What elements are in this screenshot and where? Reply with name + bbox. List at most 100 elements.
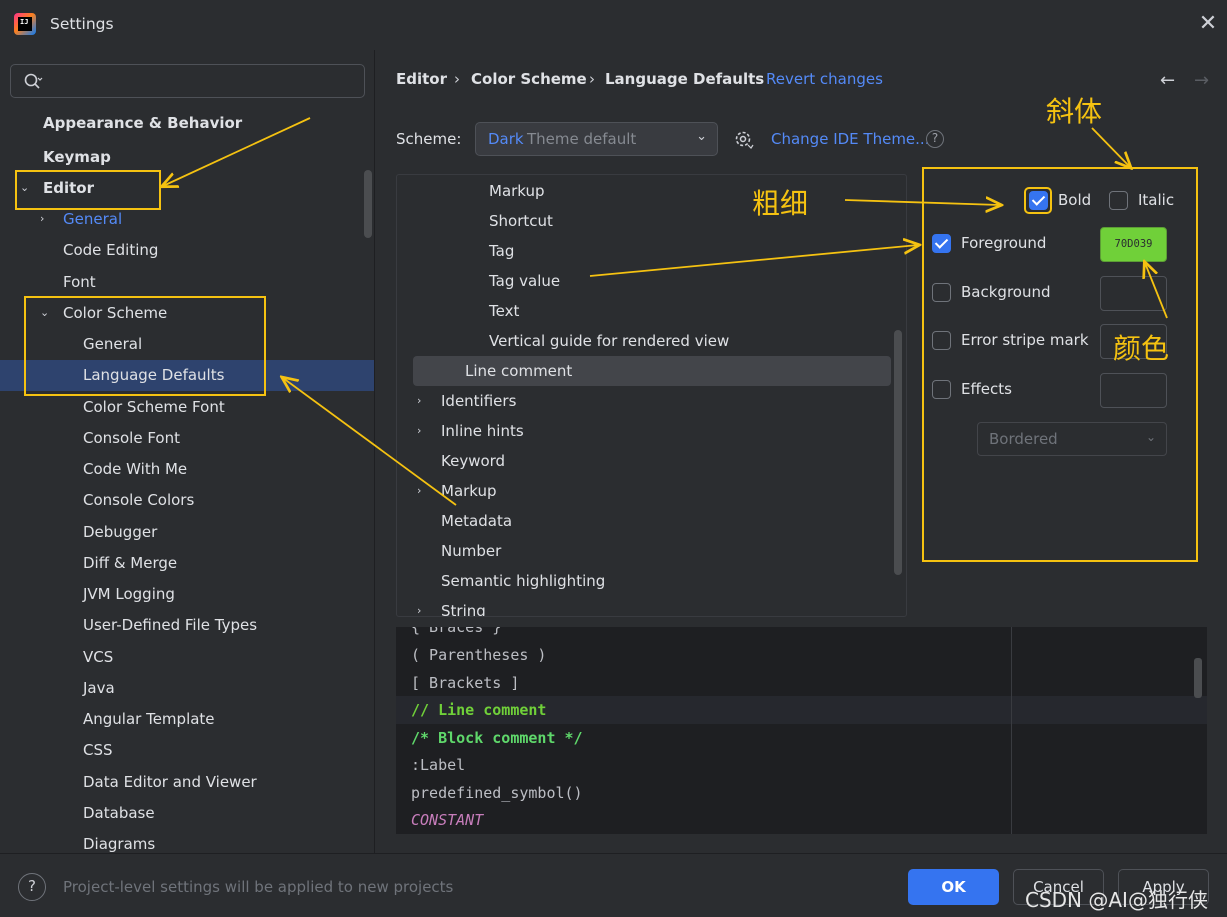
close-icon[interactable]: ✕ xyxy=(1198,11,1218,36)
sidebar-item-color-scheme[interactable]: Color Scheme xyxy=(63,304,168,322)
chevron-right-icon[interactable]: › xyxy=(40,212,45,225)
window-title: Settings xyxy=(50,15,114,33)
attr-item-metadata[interactable]: Metadata xyxy=(441,512,513,530)
breadcrumb-language-defaults: Language Defaults xyxy=(605,70,765,88)
annotation-box-editor xyxy=(15,170,161,210)
title-bar: IJ Settings ✕ xyxy=(0,0,1227,50)
attr-item-number[interactable]: Number xyxy=(441,542,502,560)
attr-item-markup-group[interactable]: Markup xyxy=(441,482,497,500)
sidebar-item-debugger[interactable]: Debugger xyxy=(83,523,158,541)
preview-line-predefined-symbol: predefined_symbol() xyxy=(411,784,583,802)
attr-item-tag[interactable]: Tag xyxy=(489,242,515,260)
footer-note: Project-level settings will be applied t… xyxy=(63,878,454,896)
chevron-right-icon[interactable]: › xyxy=(417,604,422,617)
search-input[interactable] xyxy=(10,64,365,98)
ok-button[interactable]: OK xyxy=(908,869,999,905)
sidebar-item-keymap[interactable]: Keymap xyxy=(43,148,111,166)
sidebar-item-color-scheme-font[interactable]: Color Scheme Font xyxy=(83,398,225,416)
attr-item-vertical-guide[interactable]: Vertical guide for rendered view xyxy=(489,332,730,350)
preview-current-line xyxy=(396,696,1207,724)
selected-attribute-highlight xyxy=(413,356,891,386)
sidebar-item-data-editor[interactable]: Data Editor and Viewer xyxy=(83,773,257,791)
sidebar-item-diagrams[interactable]: Diagrams xyxy=(83,835,156,853)
revert-changes-link[interactable]: Revert changes xyxy=(766,70,883,88)
sidebar-item-general[interactable]: General xyxy=(63,210,123,228)
sidebar-item-code-editing[interactable]: Code Editing xyxy=(63,241,159,259)
attr-item-text[interactable]: Text xyxy=(489,302,520,320)
preview-line-line-comment: // Line comment xyxy=(411,701,547,719)
annotation-label-italic: 斜体 xyxy=(1046,95,1103,128)
chevron-right-icon[interactable]: › xyxy=(417,394,422,407)
background-checkbox[interactable] xyxy=(932,283,951,302)
foreground-color-swatch[interactable]: 70D039 xyxy=(1100,227,1167,262)
help-button[interactable]: ? xyxy=(18,873,46,901)
sidebar-item-appearance[interactable]: Appearance & Behavior xyxy=(43,114,243,132)
effects-checkbox[interactable] xyxy=(932,380,951,399)
annotation-label-color: 颜色 xyxy=(1113,332,1170,365)
effects-type-dropdown[interactable]: Bordered ⌄ xyxy=(977,422,1167,456)
attr-item-tag-value[interactable]: Tag value xyxy=(489,272,561,290)
chevron-right-icon[interactable]: › xyxy=(417,484,422,497)
sidebar-item-angular-template[interactable]: Angular Template xyxy=(83,710,215,728)
sidebar-item-user-file-types[interactable]: User-Defined File Types xyxy=(83,616,258,634)
attr-item-shortcut[interactable]: Shortcut xyxy=(489,212,553,230)
sidebar-item-cs-general[interactable]: General xyxy=(83,335,143,353)
search-icon xyxy=(24,73,43,89)
chevron-down-icon[interactable]: ⌄ xyxy=(40,306,50,319)
effects-color-swatch[interactable] xyxy=(1100,373,1167,408)
italic-label: Italic xyxy=(1138,191,1175,209)
sidebar-item-font[interactable]: Font xyxy=(63,273,96,291)
attr-item-keyword[interactable]: Keyword xyxy=(441,452,506,470)
gear-icon[interactable] xyxy=(732,128,754,150)
scheme-value-name: Dark xyxy=(488,130,524,148)
forward-arrow-icon[interactable]: → xyxy=(1194,70,1210,91)
dialog-footer: ? Project-level settings will be applied… xyxy=(0,853,1227,917)
sidebar-item-vcs[interactable]: VCS xyxy=(83,648,114,666)
attr-item-string[interactable]: String xyxy=(441,602,486,617)
breadcrumb-separator: › xyxy=(589,70,595,88)
sidebar-item-editor[interactable]: Editor xyxy=(43,179,94,197)
foreground-checkbox[interactable] xyxy=(932,234,951,253)
help-icon[interactable]: ? xyxy=(926,130,944,148)
attr-item-identifiers[interactable]: Identifiers xyxy=(441,392,517,410)
attribute-tree-scrollbar[interactable] xyxy=(894,330,902,575)
preview-scrollbar[interactable] xyxy=(1194,658,1202,698)
code-preview: { Braces } ( Parentheses ) [ Brackets ] … xyxy=(396,627,1207,834)
error-stripe-checkbox[interactable] xyxy=(932,331,951,350)
bold-checkbox[interactable] xyxy=(1029,191,1048,210)
sidebar-item-jvm-logging[interactable]: JVM Logging xyxy=(83,585,175,603)
scheme-dropdown[interactable]: Dark Theme default ⌄ xyxy=(475,122,718,156)
sidebar-item-diff-merge[interactable]: Diff & Merge xyxy=(83,554,178,572)
attr-item-line-comment[interactable]: Line comment xyxy=(465,362,573,380)
attr-item-markup[interactable]: Markup xyxy=(489,182,545,200)
back-arrow-icon[interactable]: ← xyxy=(1160,70,1176,91)
breadcrumb-editor: Editor xyxy=(396,70,447,88)
sidebar-item-css[interactable]: CSS xyxy=(83,741,113,759)
preview-line-parentheses: ( Parentheses ) xyxy=(411,646,547,664)
annotation-box-color-scheme xyxy=(24,296,266,396)
csdn-watermark: CSDN @AI@独行侠 xyxy=(1025,888,1208,912)
sidebar-scrollbar[interactable] xyxy=(364,170,372,238)
italic-checkbox[interactable] xyxy=(1109,191,1128,210)
error-stripe-color-swatch[interactable] xyxy=(1100,324,1167,359)
attr-item-inline-hints[interactable]: Inline hints xyxy=(441,422,524,440)
attr-item-semantic-highlighting[interactable]: Semantic highlighting xyxy=(441,572,606,590)
chevron-down-icon[interactable]: ⌄ xyxy=(20,181,30,194)
scheme-value-suffix: Theme default xyxy=(527,130,637,148)
apply-button[interactable]: Apply xyxy=(1118,869,1209,905)
sidebar-item-java[interactable]: Java xyxy=(83,679,115,697)
chevron-right-icon[interactable]: › xyxy=(417,424,422,437)
annotation-label-bold: 粗细 xyxy=(752,187,809,220)
cancel-button[interactable]: Cancel xyxy=(1013,869,1104,905)
annotation-box-bold-checkbox xyxy=(1024,187,1052,214)
effects-label: Effects xyxy=(961,380,1012,398)
sidebar-item-language-defaults[interactable]: Language Defaults xyxy=(83,366,225,384)
sidebar-item-console-font[interactable]: Console Font xyxy=(83,429,180,447)
preview-line-constant: CONSTANT xyxy=(411,811,484,829)
error-stripe-label: Error stripe mark xyxy=(961,331,1089,349)
sidebar-item-database[interactable]: Database xyxy=(83,804,155,822)
sidebar-item-console-colors[interactable]: Console Colors xyxy=(83,491,195,509)
change-ide-theme-link[interactable]: Change IDE Theme... xyxy=(771,130,930,148)
sidebar-item-code-with-me[interactable]: Code With Me xyxy=(83,460,188,478)
preview-line-label: :Label xyxy=(411,756,466,774)
